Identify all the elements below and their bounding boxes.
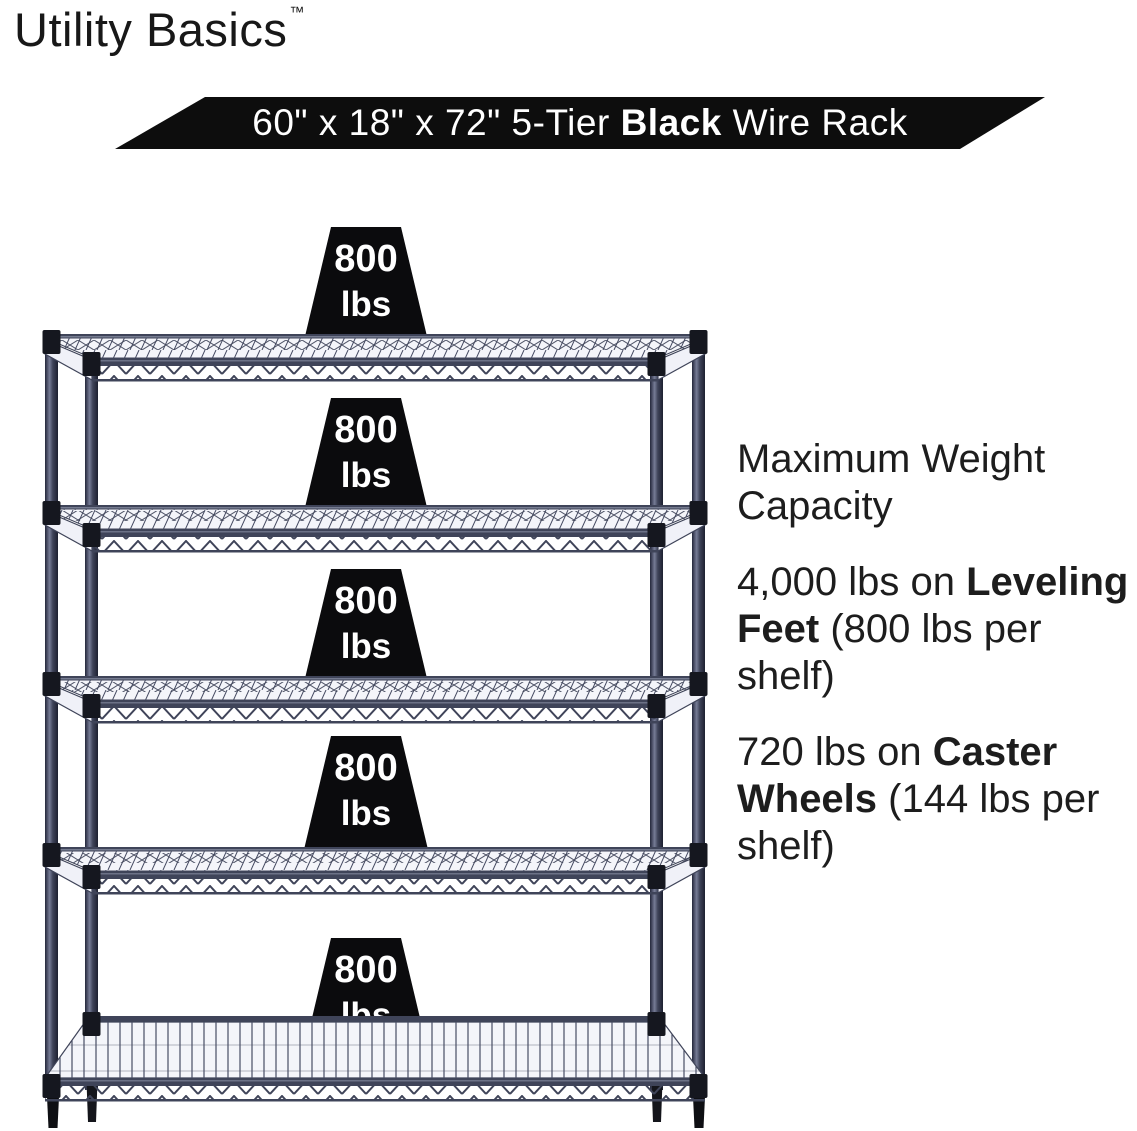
leveling-feet-capacity: 4,000 lbs on Leveling Feet (800 lbs per … — [737, 559, 1137, 700]
leveling-bold: Leveling Feet — [737, 560, 1129, 651]
brand-name: Utility Basics — [14, 3, 288, 56]
caster-wheels-capacity: 720 lbs on Caster Wheels (144 lbs per sh… — [737, 729, 1137, 870]
capacity-info: Maximum Weight Capacity 4,000 lbs on Lev… — [737, 436, 1137, 870]
weight-value: 800 — [334, 580, 398, 622]
caster-suffix: (144 lbs per shelf) — [737, 777, 1100, 868]
weight-value: 800 — [334, 747, 398, 789]
rack-illustration — [42, 330, 708, 1128]
wire-shelf-1 — [42, 330, 708, 382]
title-banner: 60" x 18" x 72" 5-Tier Black Wire Rack — [115, 97, 1045, 149]
weight-value: 800 — [334, 949, 398, 991]
weight-unit: lbs — [340, 284, 392, 324]
banner-size-text: 60" x 18" x 72" 5-Tier — [252, 102, 621, 143]
wire-shelf-5 — [42, 1012, 708, 1102]
leveling-suffix: (800 lbs per shelf) — [737, 607, 1042, 698]
weight-unit: lbs — [340, 455, 392, 495]
wire-shelf-2 — [42, 501, 708, 553]
caster-bold: Caster Wheels — [737, 730, 1058, 821]
trademark-symbol: ™ — [289, 4, 305, 21]
banner-color-text: Black — [620, 102, 722, 143]
wire-shelf-4 — [42, 843, 708, 895]
weight-unit: lbs — [340, 793, 392, 833]
caster-prefix: 720 lbs on — [737, 730, 933, 774]
capacity-heading: Maximum Weight Capacity — [737, 437, 1046, 528]
rack-posts — [45, 334, 706, 1128]
weight-value: 800 — [334, 238, 398, 280]
wire-shelf-3 — [42, 672, 708, 724]
banner-suffix-text: Wire Rack — [721, 102, 908, 143]
leveling-prefix: 4,000 lbs on — [737, 560, 967, 604]
weight-unit: lbs — [340, 626, 392, 666]
weight-value: 800 — [334, 409, 398, 451]
